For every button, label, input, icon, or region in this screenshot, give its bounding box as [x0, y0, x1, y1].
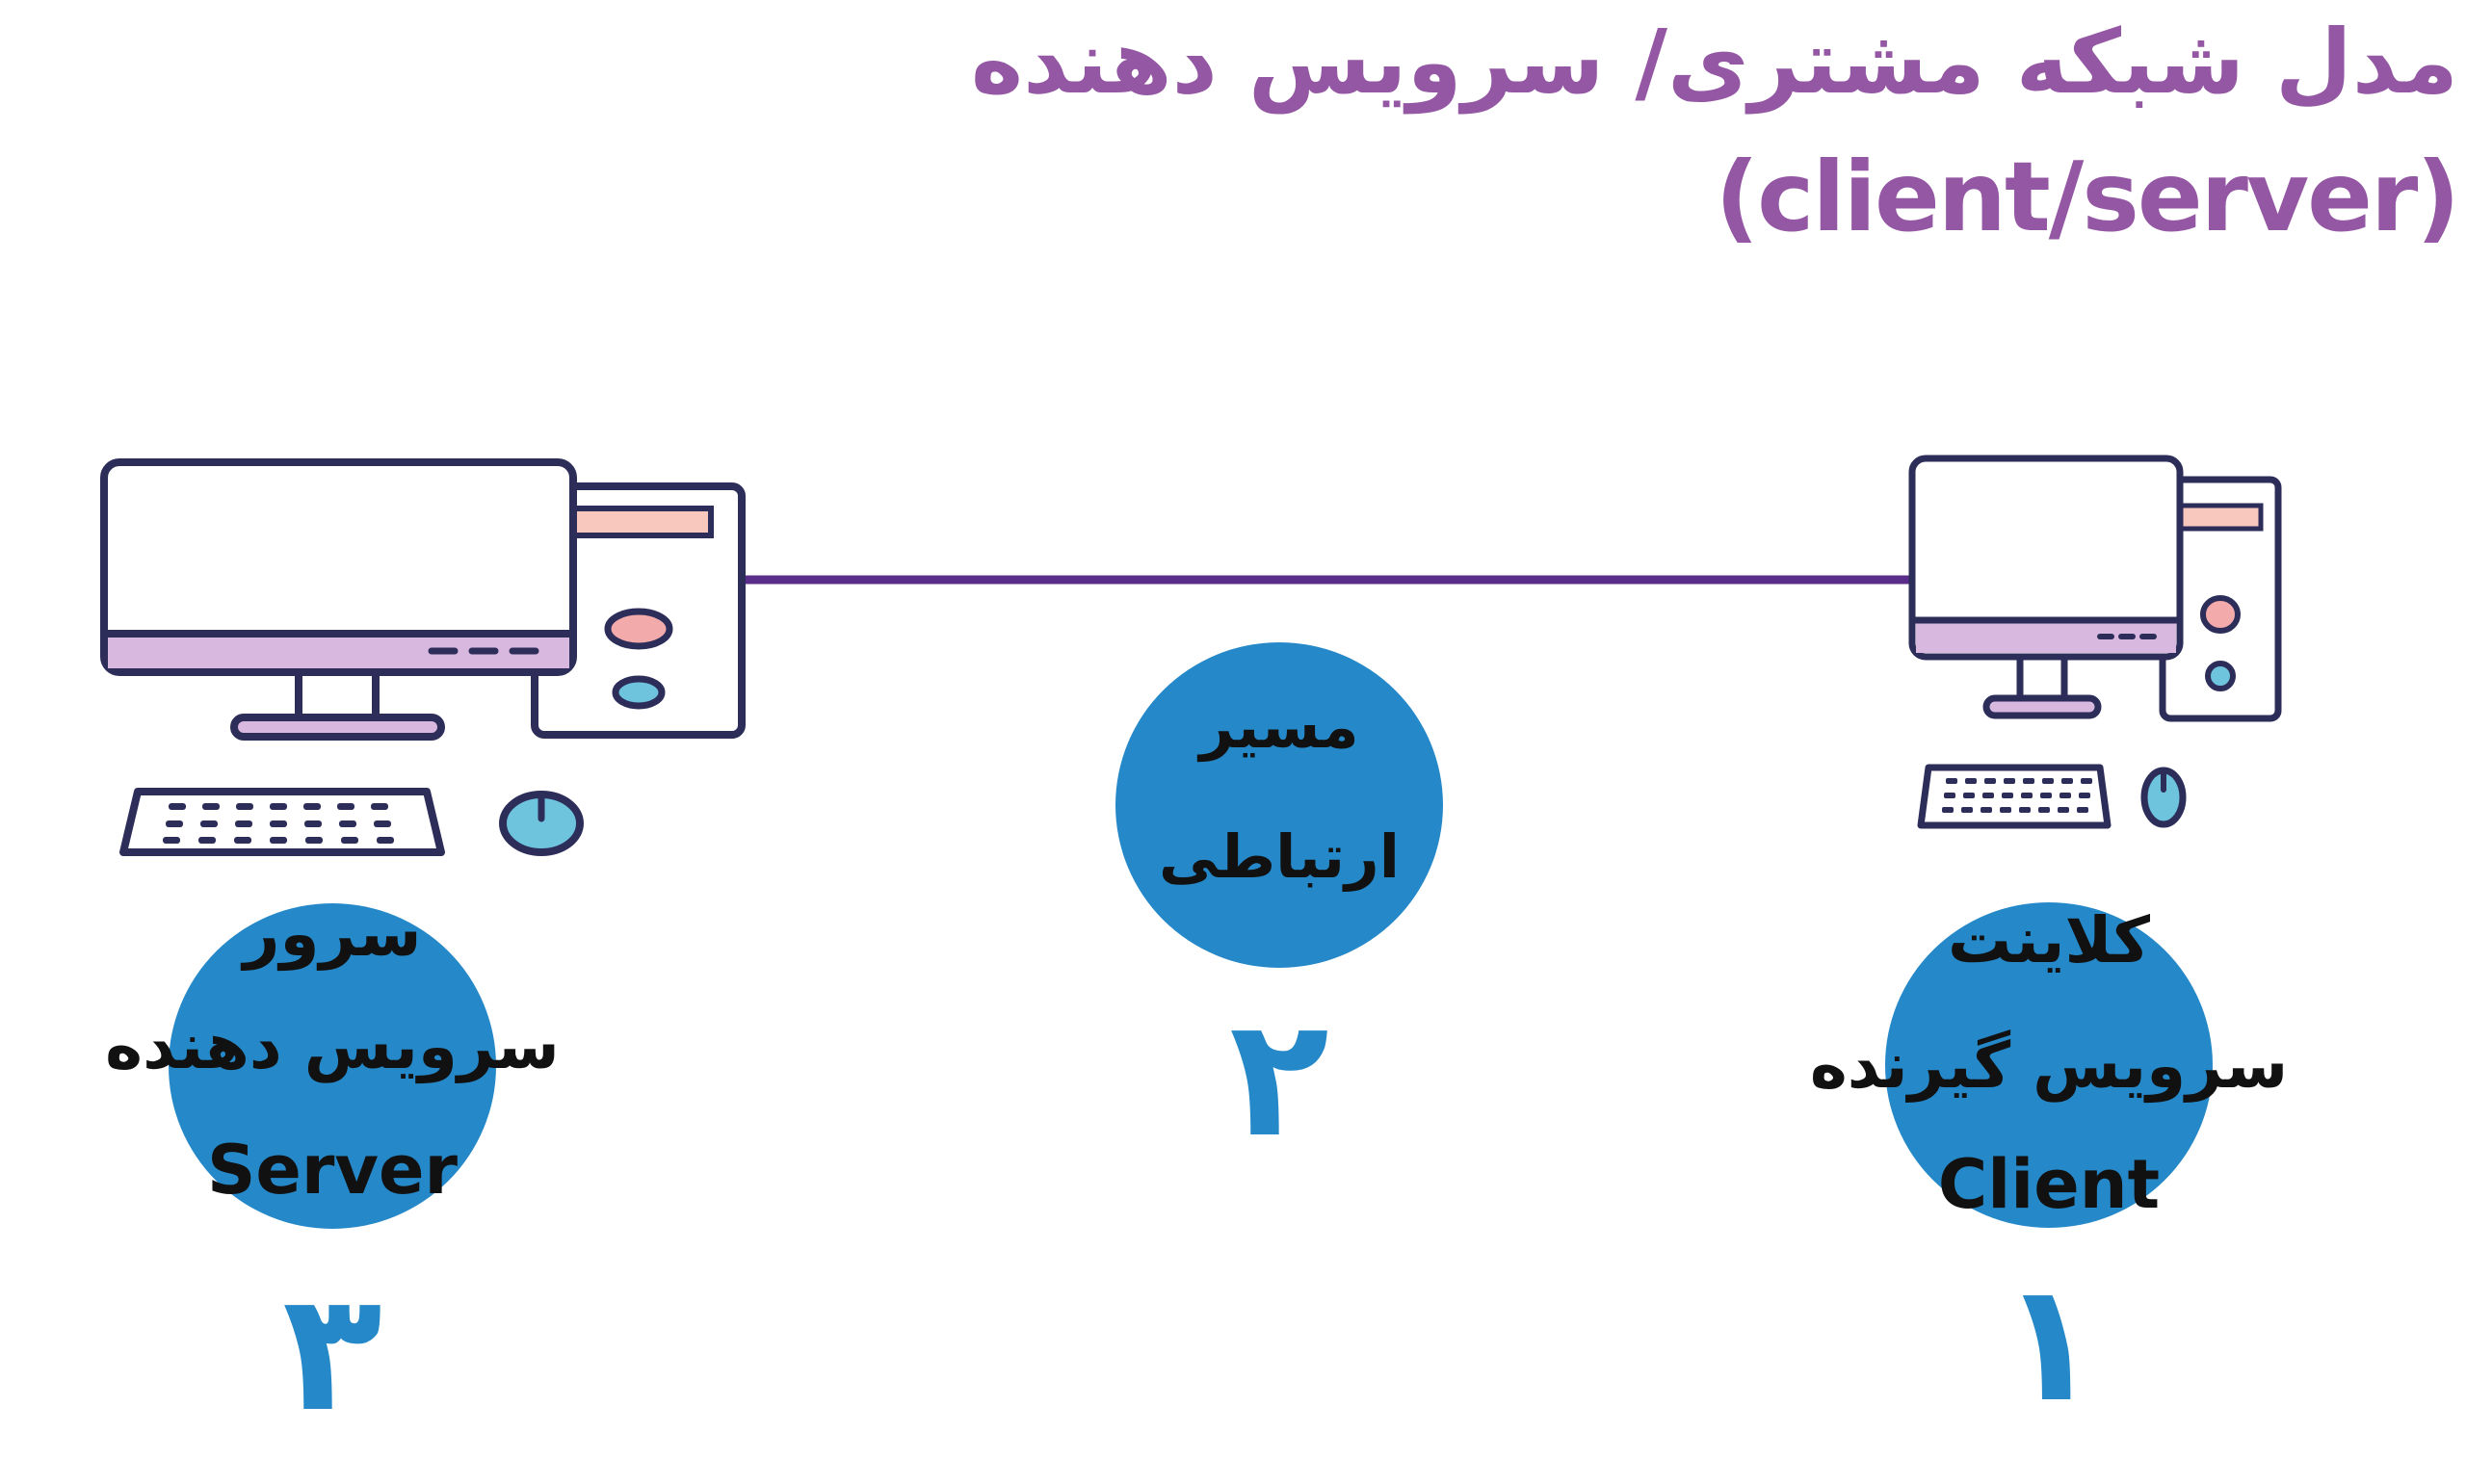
page-title-en: (client/server)	[1715, 141, 2460, 253]
client-label-line3: Client	[1937, 1145, 2161, 1224]
client-label-line2: سرویس گیرنده	[1809, 1028, 2289, 1103]
client-label-line1: کلاینت	[1947, 903, 2151, 977]
server-circle	[169, 903, 496, 1229]
client-number: ۱	[2000, 1248, 2100, 1439]
client-circle	[1885, 902, 2213, 1228]
server-label-line3: Server	[206, 1131, 459, 1210]
server-number: ۳	[282, 1258, 382, 1448]
server-label-line1: سرور	[243, 897, 422, 971]
client-computer-icon	[1908, 455, 2282, 829]
route-number: ۲	[1229, 983, 1329, 1174]
route-label-line2: ارتباطی	[1159, 821, 1400, 892]
server-label-line2: سرویس دهنده	[105, 1009, 560, 1083]
route-circle	[1115, 642, 1443, 968]
server-computer-icon	[100, 458, 746, 856]
route-label-line1: مسیر	[1199, 691, 1359, 762]
page-title-fa: مدل شبکه مشتری/ سرویس دهنده	[970, 11, 2458, 114]
